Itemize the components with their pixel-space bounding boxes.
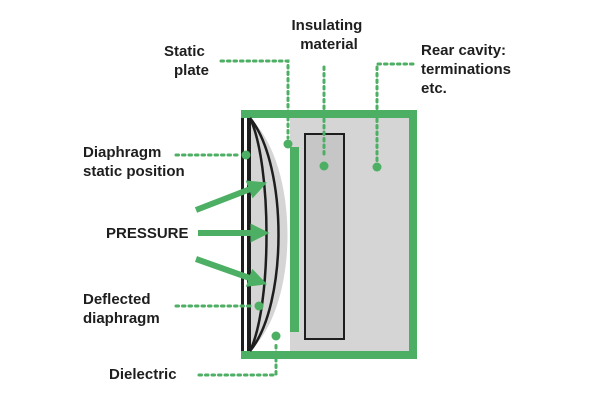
housing-rear-wall bbox=[409, 110, 417, 359]
label-static-plate-line-2: plate bbox=[174, 62, 209, 79]
leader-rear-cavity bbox=[375, 62, 415, 163]
label-diaphragm-static: Diaphragm static position bbox=[83, 144, 185, 180]
dot-static-plate bbox=[283, 139, 293, 149]
housing-top-wall bbox=[241, 110, 417, 118]
pressure-arrow-top bbox=[194, 180, 267, 213]
pressure-arrow-bottom bbox=[194, 256, 268, 287]
dot-diaphragm-static bbox=[241, 150, 251, 160]
label-diaphragm-static-line-1: Diaphragm bbox=[83, 144, 161, 161]
label-static-plate: Static plate bbox=[164, 43, 209, 79]
label-insulating-material: Insulating material bbox=[291, 17, 366, 53]
label-insulating-material-line-1: Insulating bbox=[291, 17, 362, 34]
housing-bottom-wall bbox=[241, 351, 417, 359]
dot-deflected-diaphragm bbox=[254, 301, 264, 311]
label-insulating-material-line-2: material bbox=[300, 36, 358, 53]
label-deflected-diaphragm-line-2: diaphragm bbox=[83, 310, 160, 327]
label-dielectric: Dielectric bbox=[109, 366, 177, 383]
dot-rear-cavity bbox=[372, 162, 382, 172]
label-diaphragm-static-line-2: static position bbox=[83, 163, 185, 180]
label-rear-cavity-line-1: Rear cavity: bbox=[421, 42, 506, 59]
diaphragm-curve-inner bbox=[249, 117, 280, 352]
label-rear-cavity: Rear cavity: terminations etc. bbox=[421, 42, 515, 97]
label-rear-cavity-line-3: etc. bbox=[421, 80, 447, 97]
label-rear-cavity-line-2: terminations bbox=[421, 61, 511, 78]
label-deflected-diaphragm-line-1: Deflected bbox=[83, 291, 151, 308]
leader-static-plate bbox=[219, 59, 290, 140]
label-pressure: PRESSURE bbox=[106, 225, 189, 242]
dot-dielectric bbox=[271, 331, 281, 341]
dot-insulating-material bbox=[319, 161, 329, 171]
label-deflected-diaphragm: Deflected diaphragm bbox=[83, 291, 160, 327]
static-plate bbox=[290, 147, 299, 332]
leader-dielectric bbox=[197, 341, 278, 377]
label-static-plate-line-1: Static bbox=[164, 43, 205, 60]
